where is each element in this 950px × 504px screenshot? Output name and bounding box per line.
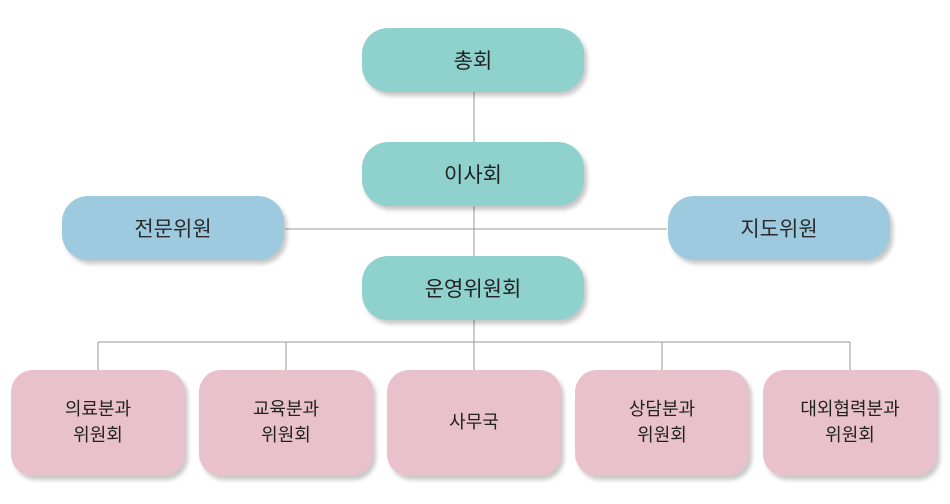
- subcommittee-counseling-label: 상담분과 위원회: [628, 399, 696, 446]
- subcommittee-external-cooperation-label: 대외협력분과 위원회: [800, 399, 900, 446]
- guidance-committee-label: 지도위원: [740, 217, 818, 241]
- secretariat-label: 사무국: [449, 412, 499, 433]
- subcommittee-counseling-node: 상담분과 위원회: [575, 370, 749, 476]
- subcommittee-medical-label: 의료분과 위원회: [64, 399, 132, 446]
- expert-committee-node: 전문위원: [62, 196, 284, 260]
- secretariat-node: 사무국: [387, 370, 561, 476]
- expert-committee-label: 전문위원: [134, 217, 212, 241]
- subcommittee-external-cooperation-node: 대외협력분과 위원회: [763, 370, 937, 476]
- subcommittee-education-label: 교육분과 위원회: [252, 399, 320, 446]
- subcommittee-medical-node: 의료분과 위원회: [11, 370, 185, 476]
- guidance-committee-node: 지도위원: [668, 196, 890, 260]
- general-assembly-label: 총회: [453, 49, 493, 73]
- steering-committee-label: 운영위원회: [424, 277, 522, 301]
- board-node: 이사회: [362, 142, 584, 206]
- board-label: 이사회: [444, 163, 502, 187]
- general-assembly-node: 총회: [362, 28, 584, 92]
- subcommittee-education-node: 교육분과 위원회: [199, 370, 373, 476]
- steering-committee-node: 운영위원회: [362, 256, 584, 320]
